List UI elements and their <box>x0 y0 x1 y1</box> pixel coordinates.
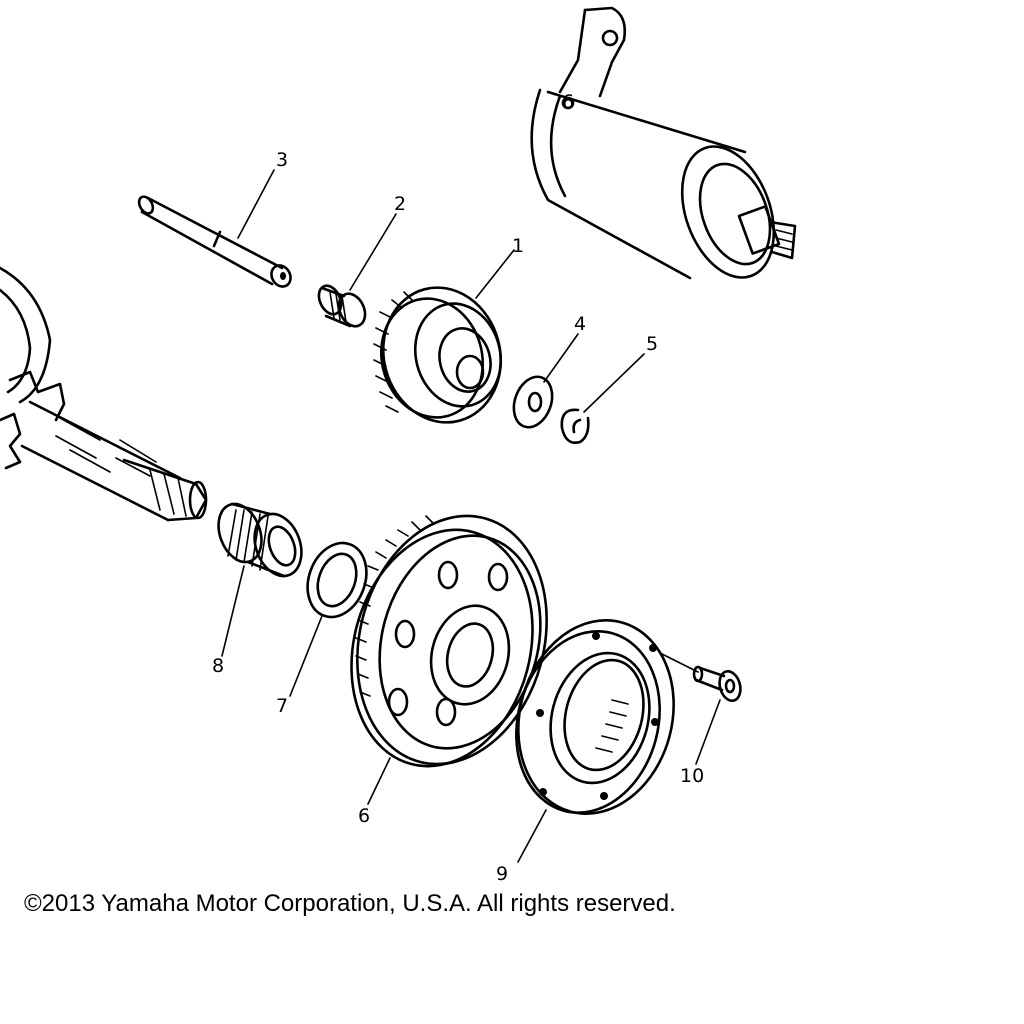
part-2-needle-bearing <box>317 284 367 328</box>
part-8-bearing <box>217 502 303 578</box>
part-5-circlip <box>560 408 590 444</box>
leader-6 <box>367 757 391 805</box>
part-9-one-way-clutch <box>515 619 675 815</box>
leader-1 <box>475 249 515 299</box>
leader-3 <box>237 169 275 239</box>
callout-9: 9 <box>496 863 508 885</box>
part-7-washer <box>306 541 368 619</box>
callout-7: 7 <box>276 695 288 717</box>
leader-7 <box>289 615 323 697</box>
leader-10-to-clutch <box>661 653 699 673</box>
callout-3: 3 <box>276 149 288 171</box>
part-6-starter-wheel-gear <box>350 514 548 768</box>
callout-5: 5 <box>646 333 658 355</box>
callout-10: 10 <box>680 765 704 787</box>
starter-motor <box>530 6 797 280</box>
leader-9 <box>517 809 547 863</box>
part-10-bolt <box>692 665 742 703</box>
callout-4: 4 <box>574 313 586 335</box>
part-3-shaft <box>137 195 292 288</box>
part-1-idler-gear <box>373 286 503 424</box>
leader-10 <box>695 699 721 765</box>
part-4-washer <box>512 375 554 429</box>
callout-8: 8 <box>212 655 224 677</box>
crankshaft <box>0 266 208 522</box>
callout-1: 1 <box>512 235 524 257</box>
copyright-notice: ©2013 Yamaha Motor Corporation, U.S.A. A… <box>24 890 676 917</box>
leader-2 <box>349 213 397 291</box>
callout-2: 2 <box>394 193 406 215</box>
starter-motor-mark: 6 <box>562 91 574 113</box>
leader-8 <box>221 565 245 657</box>
callout-6: 6 <box>358 805 370 827</box>
leader-5 <box>583 353 645 413</box>
leader-4 <box>543 333 579 383</box>
